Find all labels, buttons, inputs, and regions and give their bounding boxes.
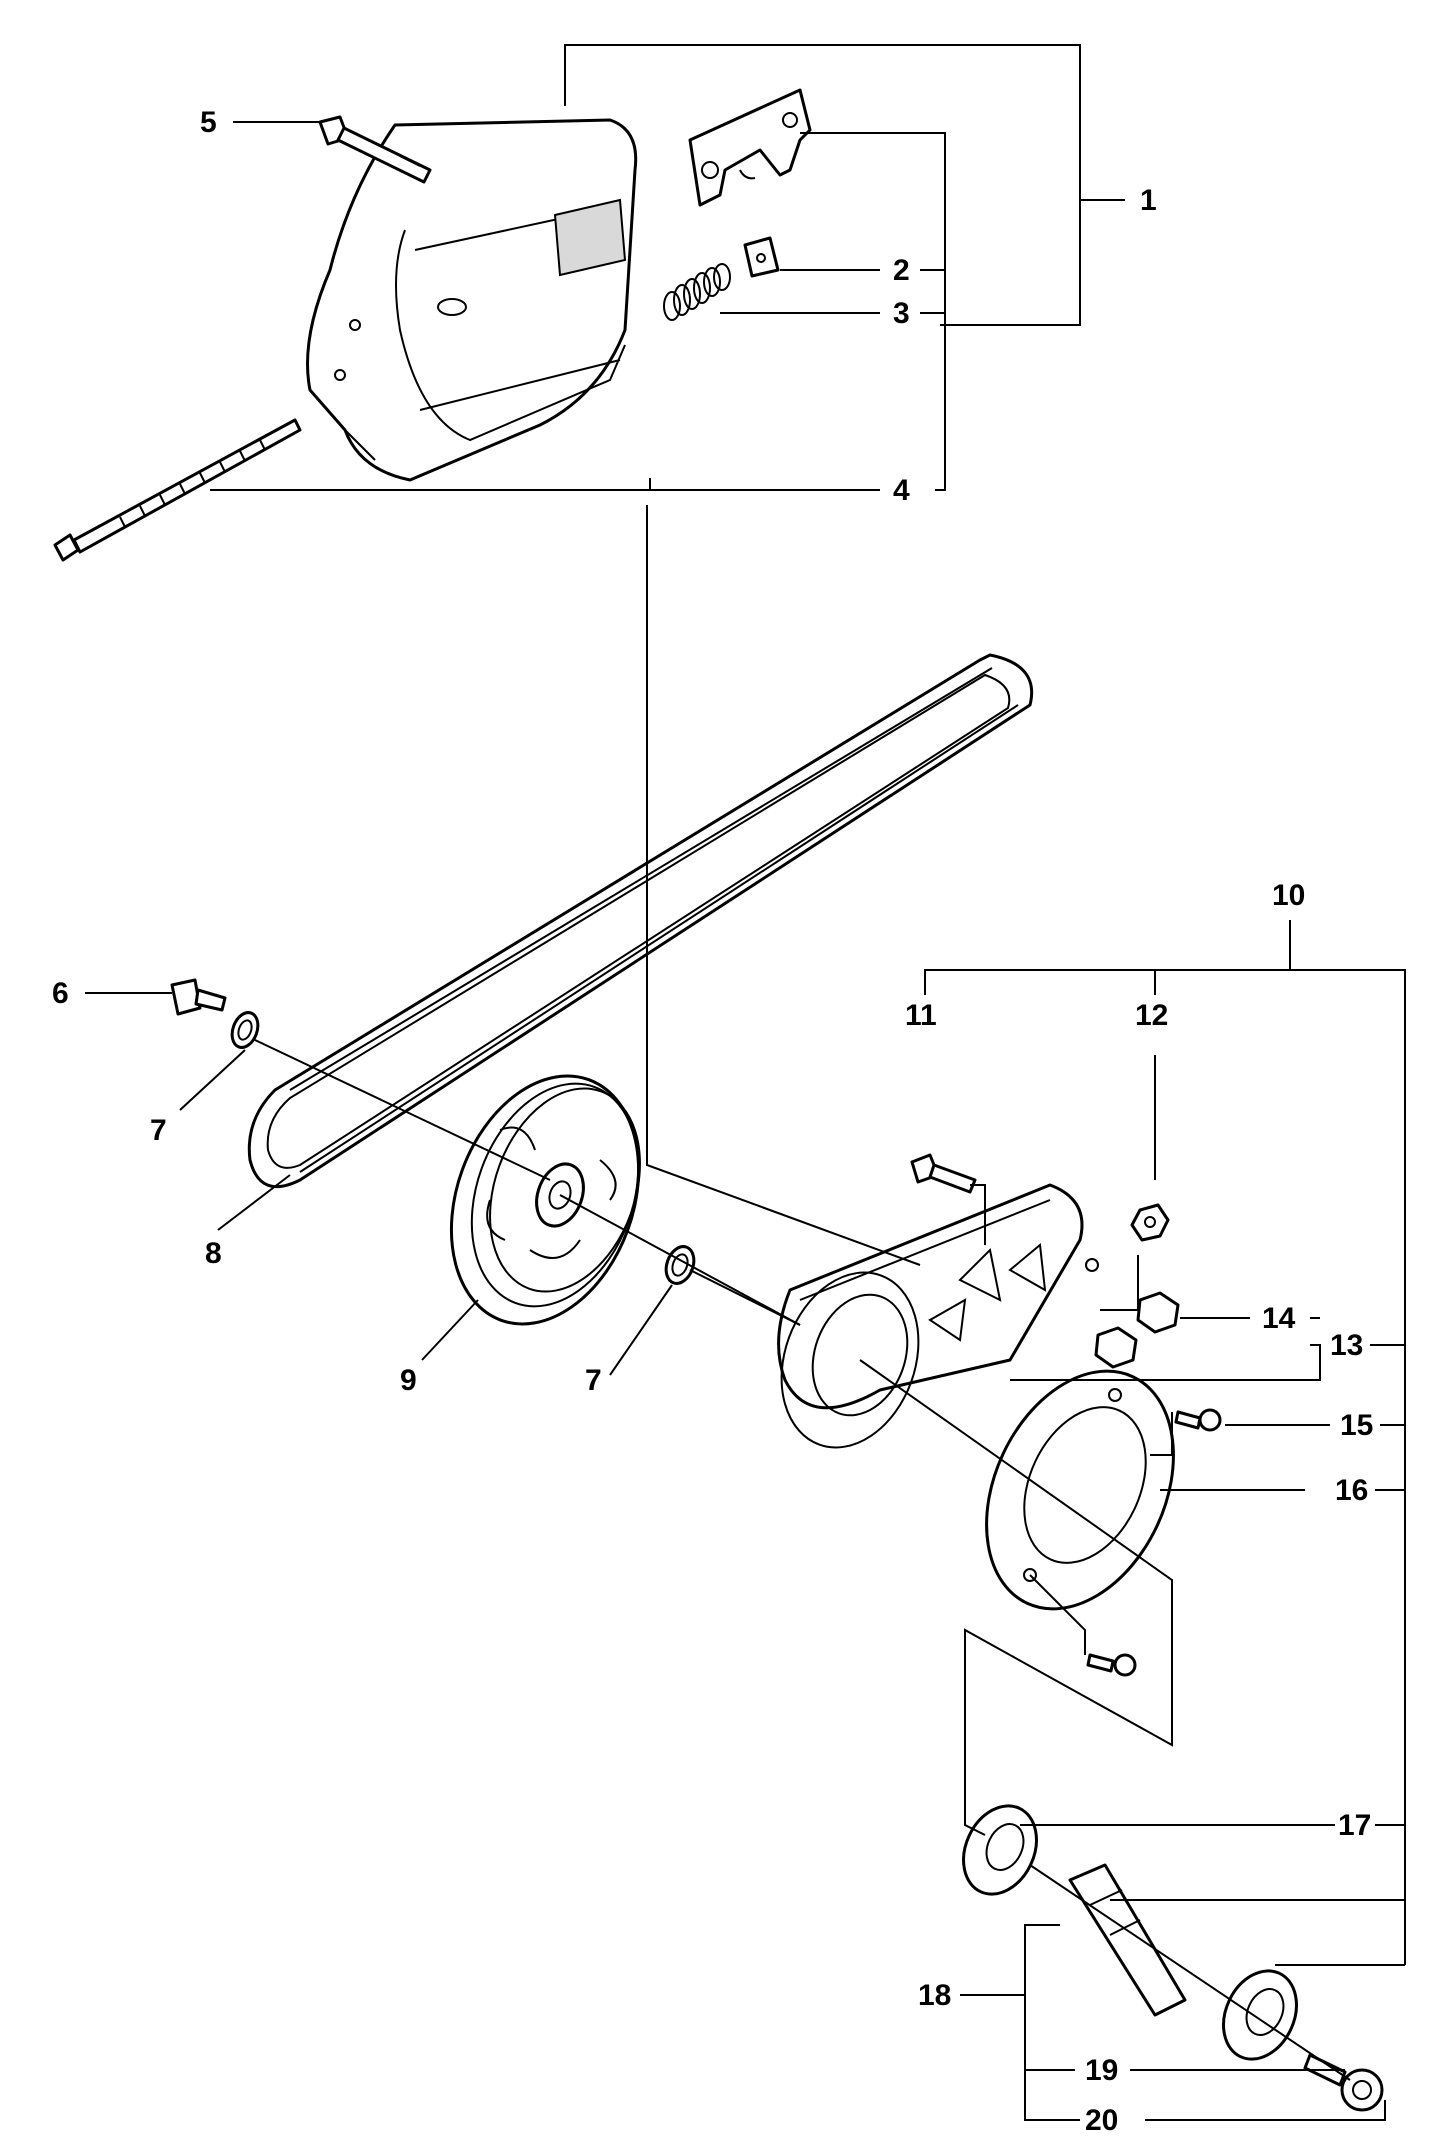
square-nut: [743, 236, 780, 278]
washer-lower: [664, 1245, 696, 1285]
flange-nut-small: [1130, 1203, 1170, 1242]
drive-shaft: [1068, 1863, 1187, 2017]
sensor-disc: [985, 1369, 1175, 1611]
pulley: [449, 1074, 641, 1326]
tension-spring: [663, 263, 731, 321]
label-13: 13: [1330, 1329, 1363, 1362]
label-15: 15: [1340, 1409, 1373, 1442]
v-belt: [247, 653, 1034, 1189]
label-9: 9: [400, 1364, 417, 1397]
label-19: 19: [1085, 2054, 1118, 2087]
pulley-screw: [170, 978, 227, 1016]
label-17: 17: [1338, 1809, 1371, 1842]
label-3: 3: [893, 297, 910, 330]
label-2: 2: [893, 254, 910, 287]
label-1: 1: [1140, 184, 1157, 217]
housing-screw: [910, 1153, 977, 1194]
washer-upper: [230, 1011, 260, 1049]
bearing-right: [1222, 1969, 1298, 2061]
part-labels: 1 2 3 4 5 6 7 8 9 7 10 11 12 13 14 15 16…: [52, 106, 1373, 2137]
flange-nut-lower: [1094, 1326, 1138, 1369]
label-11: 11: [905, 999, 937, 1032]
disc-screw: [1174, 1408, 1222, 1432]
label-5: 5: [200, 106, 217, 139]
disc-screw-lower: [1086, 1653, 1137, 1677]
label-4: 4: [893, 474, 910, 507]
label-7-upper: 7: [150, 1114, 167, 1147]
leader-lines: [85, 44, 1406, 2121]
label-6: 6: [52, 977, 69, 1010]
tension-screw: [53, 418, 302, 562]
guard-bolt: [318, 115, 432, 184]
label-14: 14: [1262, 1302, 1296, 1335]
tensioner-bracket: [688, 88, 812, 207]
flange-nut-upper: [1136, 1291, 1180, 1334]
label-20: 20: [1085, 2104, 1118, 2137]
label-7-lower: 7: [585, 1364, 602, 1397]
label-12: 12: [1135, 999, 1168, 1032]
belt-guard-cover: [306, 118, 638, 482]
label-10: 10: [1272, 879, 1305, 912]
shaft-bolt: [1303, 2053, 1384, 2112]
label-8: 8: [205, 1237, 222, 1270]
belt-housing: [777, 1183, 1099, 1449]
label-16: 16: [1335, 1474, 1368, 1507]
label-18: 18: [918, 1979, 951, 2012]
